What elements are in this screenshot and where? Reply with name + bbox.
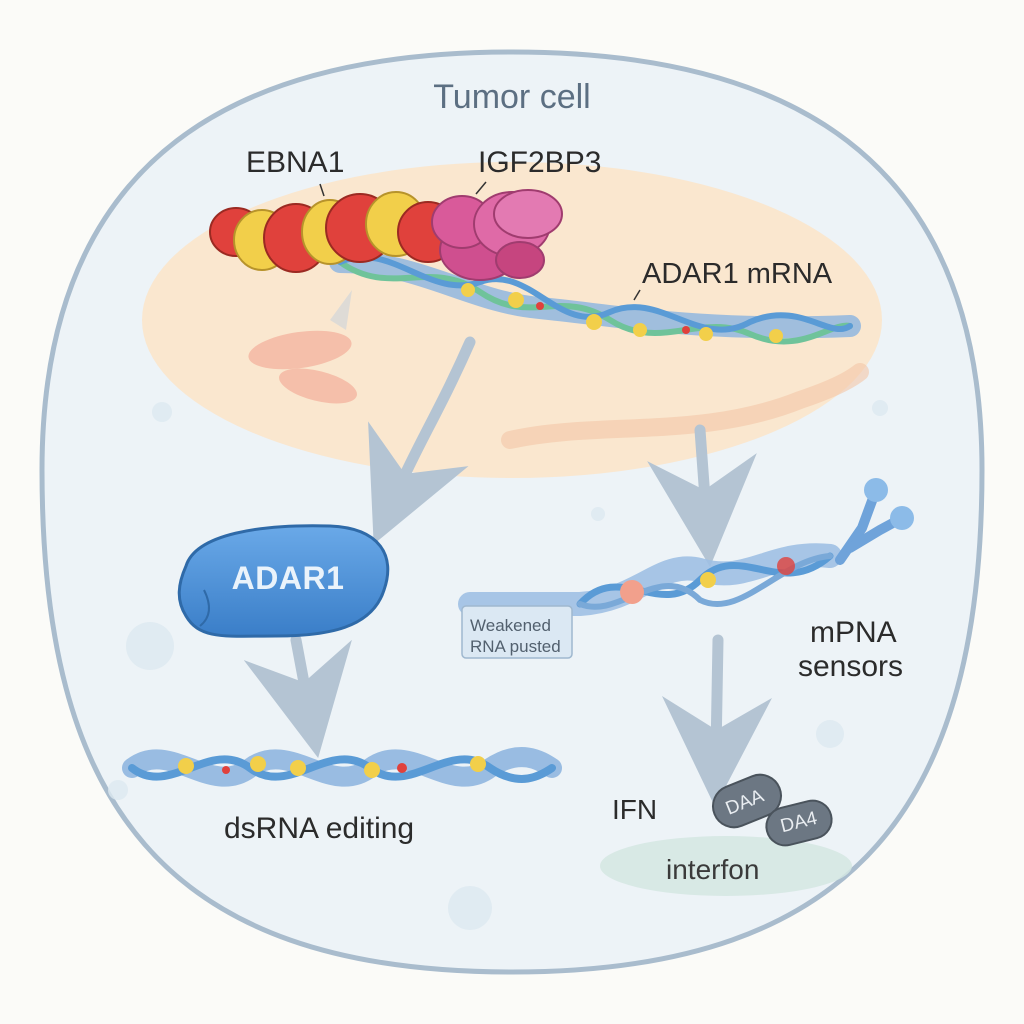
cell-title: Tumor cell bbox=[433, 78, 591, 116]
igf2bp3-label: IGF2BP3 bbox=[478, 146, 602, 179]
igf2bp3-pointer bbox=[475, 181, 487, 195]
faded-rna-strand bbox=[501, 363, 869, 449]
ebna1-protein bbox=[209, 191, 459, 273]
adar1-mrna-pointer bbox=[633, 289, 641, 301]
dsrna-editing-label: dsRNA editing bbox=[224, 812, 415, 845]
weakened-label-line1: Weakened bbox=[470, 616, 551, 635]
arrow-to-dsrna bbox=[243, 634, 352, 759]
igf2bp3-protein bbox=[431, 189, 563, 281]
adar1-mrna-label: ADAR1 mRNA bbox=[642, 258, 833, 290]
adar1-enzyme-groove bbox=[199, 589, 210, 627]
dna-capsule-b bbox=[765, 799, 833, 847]
dna-capsules bbox=[712, 773, 833, 847]
arrow-to-rna-sensor bbox=[647, 424, 757, 567]
rna-sensor-complex bbox=[458, 478, 914, 659]
faded-protein-fragment bbox=[248, 290, 357, 404]
mpna-label: mPNA bbox=[810, 616, 897, 649]
dsrna-helix bbox=[122, 747, 562, 787]
ifn-label: IFN bbox=[612, 794, 658, 825]
adar1-enzyme bbox=[177, 524, 390, 638]
ebna1-label: EBNA1 bbox=[246, 146, 345, 179]
interferon-label: interfon bbox=[666, 854, 760, 885]
dna-capsule-a bbox=[712, 773, 782, 829]
pathway-arrows bbox=[243, 336, 772, 807]
interferon-halo bbox=[600, 836, 852, 896]
ebna1-pointer bbox=[319, 183, 325, 197]
arrow-to-ifn bbox=[661, 634, 772, 807]
weakened-rna-tag bbox=[461, 605, 573, 659]
cytoplasm-vesicles bbox=[108, 400, 888, 930]
adar1-mrna-helix bbox=[329, 251, 861, 345]
adar1-label: ADAR1 bbox=[231, 560, 345, 596]
sensors-label: sensors bbox=[798, 650, 904, 683]
weakened-label-line2: RNA pusted bbox=[470, 637, 561, 656]
arrow-to-adar1 bbox=[368, 336, 476, 545]
